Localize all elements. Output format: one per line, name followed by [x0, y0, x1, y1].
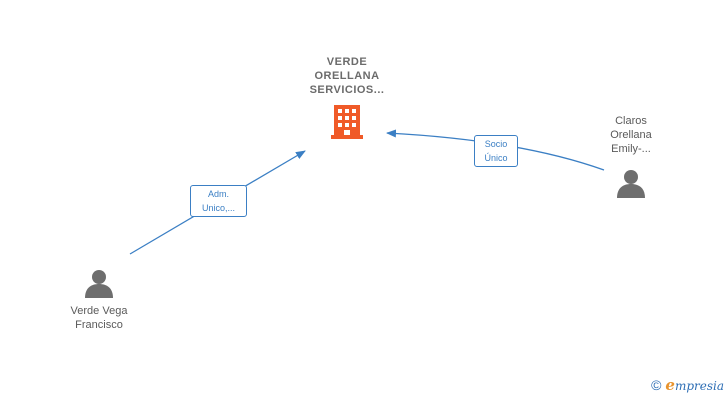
- person-name-line: Verde Vega: [70, 305, 128, 317]
- building-icon: [331, 105, 363, 139]
- company-name-line: VERDE: [326, 56, 368, 68]
- brand-rest: mpresia: [674, 379, 724, 393]
- relation-label-socio-unico[interactable]: Socio Único: [474, 135, 518, 167]
- relation-label-line: Unico,...: [201, 203, 235, 213]
- person-name-line: Orellana: [610, 129, 652, 141]
- company-name-line: ORELLANA: [314, 70, 380, 82]
- footer-brand: © empresia: [651, 376, 724, 394]
- company-name: VERDE ORELLANA SERVICIOS...: [288, 55, 406, 97]
- relation-label-line: Adm.: [207, 189, 229, 199]
- brand-logo[interactable]: empresia: [665, 376, 724, 394]
- brand-initial: e: [665, 376, 675, 394]
- person-name: Claros Orellana Emily-...: [592, 114, 670, 156]
- person-name-line: Emily-...: [611, 143, 651, 155]
- copyright-symbol: ©: [651, 377, 662, 393]
- person-icon: [85, 270, 113, 298]
- person-name: Verde Vega Francisco: [58, 304, 140, 332]
- relation-label-adm-unico[interactable]: Adm. Unico,...: [190, 185, 247, 217]
- person-icon: [617, 170, 645, 198]
- person-name-line: Claros: [615, 115, 647, 127]
- person-node-claros[interactable]: Claros Orellana Emily-...: [592, 114, 670, 198]
- relation-label-line: Único: [484, 153, 508, 163]
- person-node-verde-vega[interactable]: Verde Vega Francisco: [58, 268, 140, 332]
- company-name-line: SERVICIOS...: [309, 84, 385, 96]
- company-node[interactable]: VERDE ORELLANA SERVICIOS...: [288, 55, 406, 139]
- relation-label-line: Socio: [484, 139, 508, 149]
- person-name-line: Francisco: [75, 319, 123, 331]
